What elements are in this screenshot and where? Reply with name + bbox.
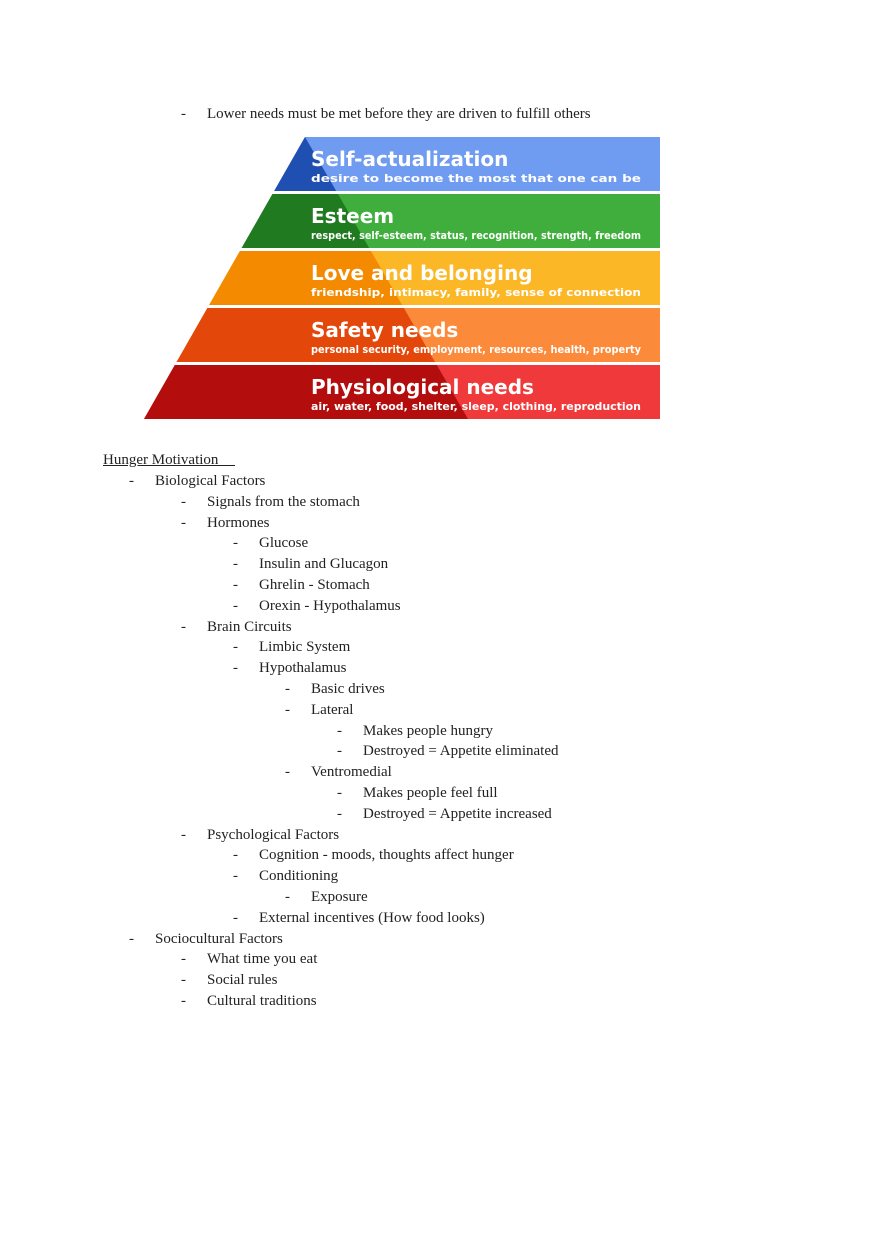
outline-item: Conditioning [259,868,339,885]
outline-item-marker: - [233,597,238,614]
pyramid-tier-shade [144,365,468,419]
outline-item: Signals from the stomach [207,493,360,510]
outline-item-marker: - [337,722,342,739]
section-title: Hunger Motivation [103,451,236,469]
outline-item-marker: - [181,493,186,510]
outline-item: Lateral [311,701,354,718]
outline-item: Hypothalamus [259,660,347,677]
pyramid-tier-subtitle: respect, self-esteem, status, recognitio… [311,230,641,242]
outline-item-marker: - [233,660,238,677]
outline-item: Ghrelin - Stomach [259,577,370,593]
pyramid-tier-title: Physiological needs [311,375,534,399]
outline-item-marker: - [181,951,186,968]
outline-item: Orexin - Hypothalamus [259,597,401,614]
outline-item: What time you eat [207,951,318,968]
pyramid-tier-shade [241,194,370,248]
outline-item: Makes people feel full [363,785,498,801]
outline-item: Exposure [311,889,368,905]
outline-item: Makes people hungry [363,722,493,739]
pyramid-tier: Safety needs personal security, employmen… [176,308,660,362]
outline-item-marker: - [233,556,238,573]
outline-item-marker: - [337,743,342,760]
outline-item: Brain Circuits [207,618,292,635]
outline-item-marker: - [233,577,238,593]
pyramid-tier-subtitle: desire to become the most that one can b… [311,173,641,185]
outline-item: Basic drives [311,681,385,697]
outline-item: Destroyed = Appetite increased [363,805,552,822]
pyramid-tier-shade [209,251,403,305]
pyramid-tier: Physiological needs air, water, food, she… [144,365,660,419]
outline-item-marker: - [181,618,186,635]
pyramid-tier-shade [176,308,436,362]
outline-item: Cognition - moods, thoughts affect hunge… [259,847,514,864]
outline-item: Destroyed = Appetite eliminated [363,743,559,760]
intro-bullet-marker: - [181,106,186,122]
outline-item-marker: - [233,639,238,656]
outline-item: Social rules [207,972,278,989]
outline-item: Sociocultural Factors [155,930,283,947]
outline-item-marker: - [285,764,290,781]
maslow-pyramid: Self-actualization desire to become the m… [144,137,660,419]
outline-item-marker: - [285,681,290,697]
pyramid-tier-title: Esteem [311,204,394,228]
pyramid-tier-title: Love and belonging [311,261,533,285]
outline-item: Insulin and Glucagon [259,556,389,573]
outline-item: Psychological Factors [207,826,340,843]
outline-item-marker: - [181,972,186,989]
pyramid-tier-subtitle: friendship, intimacy, family, sense of c… [311,287,641,299]
outline-item-marker: - [337,785,342,801]
outline-item-marker: - [285,701,290,718]
outline-item: Limbic System [259,639,351,656]
outline-item: Glucose [259,535,309,552]
pyramid-tier-shade [274,137,337,191]
intro-bullet-text: Lower needs must be met before they are … [207,106,591,122]
outline-item-marker: - [233,868,238,885]
outline-item-marker: - [129,473,134,489]
outline-item-marker: - [233,535,238,552]
outline-item-marker: - [337,805,342,822]
pyramid-tier: Self-actualization desire to become the m… [274,137,660,191]
outline-item: External incentives (How food looks) [259,909,485,926]
pyramid-tier-band [274,137,660,191]
outline-item-marker: - [181,826,186,843]
outline-item-marker: - [181,514,186,531]
pyramid-tier: Esteem respect, self-esteem, status, reco… [241,194,660,248]
outline-item-marker: - [285,889,290,905]
outline-item-marker: - [129,930,134,947]
outline-item: Cultural traditions [207,993,317,1009]
outline-item: Biological Factors [155,473,266,489]
outline-item: Hormones [207,514,270,531]
outline-item-marker: - [233,847,238,864]
pyramid-tier-title: Self-actualization [311,147,508,171]
pyramid-tier-title: Safety needs [311,318,458,342]
pyramid-tier-subtitle: personal security, employment, resources… [311,344,641,356]
outline-item-marker: - [233,909,238,926]
pyramid-tier: Love and belonging friendship, intimacy, … [209,251,660,305]
pyramid-tier-subtitle: air, water, food, shelter, sleep, clothi… [311,401,641,413]
outline-item: Ventromedial [311,764,392,781]
outline-item-marker: - [181,993,186,1009]
